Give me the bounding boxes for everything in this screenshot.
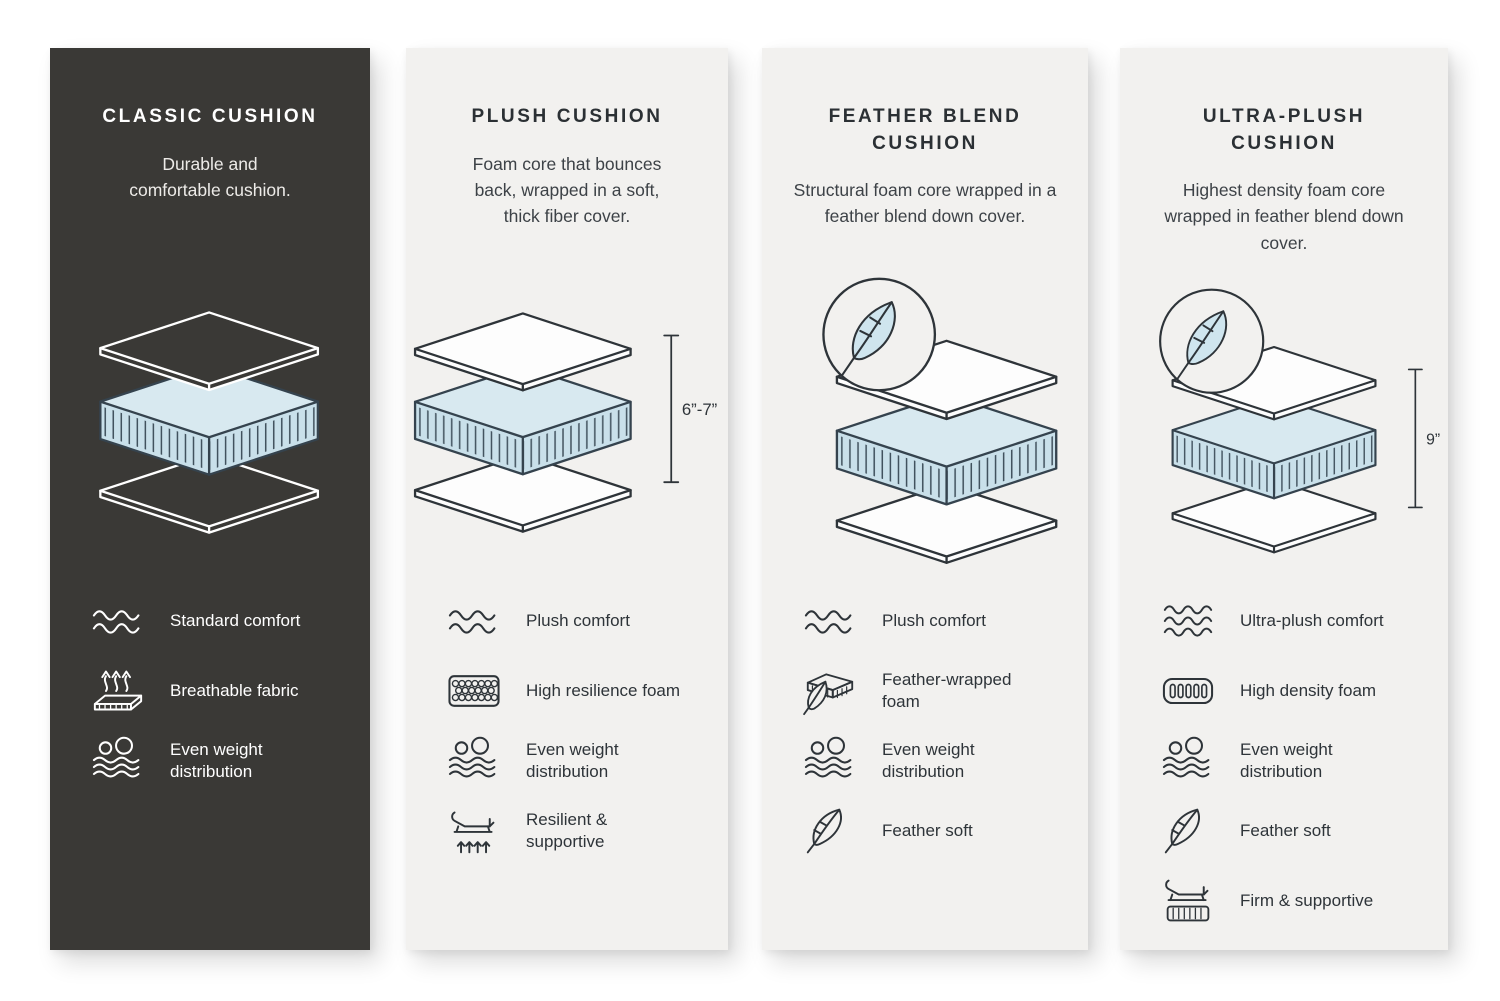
feature-row: High resilience foam (406, 666, 728, 716)
ultra-plush-waves-icon (1163, 605, 1213, 637)
feature-row: Feather soft (762, 806, 1088, 856)
feature-row: Even weight distribution (50, 736, 370, 786)
dimension-label: 9” (1426, 431, 1440, 448)
feature-label: Even weight distribution (882, 739, 975, 781)
feature-label: Plush comfort (882, 610, 986, 630)
even-weight-icon (92, 736, 140, 778)
feature-label: Ultra-plush comfort (1240, 610, 1384, 630)
panel-header: ULTRA-PLUSH CUSHION Highest density foam… (1120, 48, 1448, 264)
panel-description: Durable and comfortable cushion. (129, 153, 291, 200)
feature-label: Firm & supportive (1240, 890, 1374, 910)
feature-label: Even weight distribution (1240, 739, 1333, 781)
breathable-fabric-icon (93, 670, 143, 711)
feature-row: Firm & supportive (1120, 876, 1448, 926)
feature-list: Plush comfort Feather-wrapped foam Even … (762, 596, 1088, 876)
feature-row: Even weight distribution (1120, 736, 1448, 786)
feature-label: Plush comfort (526, 610, 630, 630)
firm-supportive-icon (1165, 879, 1210, 922)
cushion-layers-diagram (50, 264, 370, 582)
feature-label: High resilience foam (526, 680, 681, 700)
dimension-label: 6”-7” (682, 400, 717, 419)
height-dimension-marker: 6”-7” (663, 334, 717, 484)
feature-label: Resilient & supportive (526, 809, 608, 851)
feature-label: High density foam (1240, 680, 1377, 700)
panel-description: Structural foam core wrapped in a feathe… (793, 180, 1057, 227)
feature-row: Resilient & supportive (406, 806, 728, 856)
panel-plush-cushion: PLUSH CUSHION Foam core that bounces bac… (406, 48, 728, 950)
feature-row: Plush comfort (762, 596, 1088, 646)
panel-title: PLUSH CUSHION (471, 106, 663, 127)
feature-row: Feather-wrapped foam (762, 666, 1088, 716)
even-weight-icon (1162, 736, 1210, 778)
panel-classic-cushion: CLASSIC CUSHION Durable and comfortable … (50, 48, 370, 950)
high-density-foam-icon (1162, 677, 1214, 705)
feature-label: Standard comfort (170, 610, 301, 630)
feather-badge (822, 277, 937, 391)
comfort-waves-icon (448, 610, 496, 634)
feather-soft-icon (806, 808, 842, 854)
panel-title: CLASSIC CUSHION (102, 106, 318, 127)
panel-header: PLUSH CUSHION Foam core that bounces bac… (406, 48, 728, 264)
feature-row: Ultra-plush comfort (1120, 596, 1448, 646)
cushion-layers-illustration: 9” (1159, 288, 1440, 553)
feature-list: Plush comfort High resilience foam Even … (406, 596, 728, 876)
feature-row: Even weight distribution (762, 736, 1088, 786)
feature-label: Breathable fabric (170, 680, 299, 700)
panel-feather-blend-cushion: FEATHER BLEND CUSHION Structural foam co… (762, 48, 1088, 950)
panel-header: CLASSIC CUSHION Durable and comfortable … (50, 48, 370, 264)
panel-description: Highest density foam core wrapped in fea… (1164, 180, 1404, 253)
resilient-supportive-icon (451, 811, 495, 854)
feature-label: Feather-wrapped foam (882, 669, 1012, 711)
panel-title: ULTRA-PLUSH CUSHION (1202, 106, 1366, 154)
feature-row: Even weight distribution (406, 736, 728, 786)
feature-label: Even weight distribution (526, 739, 619, 781)
cushion-layers-illustration (99, 311, 320, 534)
feature-row: Breathable fabric (50, 666, 370, 716)
even-weight-icon (804, 736, 852, 778)
cushion-layers-illustration (822, 277, 1058, 564)
panel-title: FEATHER BLEND CUSHION (828, 106, 1022, 154)
feature-row: Feather soft (1120, 806, 1448, 856)
cushion-layers-diagram (762, 264, 1088, 582)
panel-description: Foam core that bounces back, wrapped in … (472, 153, 662, 227)
feather-soft-icon (1164, 808, 1200, 854)
feature-row: Standard comfort (50, 596, 370, 646)
height-dimension-marker: 9” (1407, 368, 1440, 508)
panel-header: FEATHER BLEND CUSHION Structural foam co… (762, 48, 1088, 264)
feature-row: Plush comfort (406, 596, 728, 646)
feature-label: Even weight distribution (170, 739, 263, 781)
feature-list: Standard comfort Breathable fabric Even … (50, 596, 370, 806)
feature-row: High density foam (1120, 666, 1448, 716)
even-weight-icon (448, 736, 496, 778)
feature-list: Ultra-plush comfort High density foam Ev… (1120, 596, 1448, 946)
cushion-layers-diagram: 6”-7” (406, 264, 728, 582)
high-resilience-foam-icon (448, 675, 500, 707)
feature-label: Feather soft (882, 820, 973, 840)
feather-badge (1159, 288, 1265, 394)
feature-label: Feather soft (1240, 820, 1331, 840)
cushion-layers-diagram: 9” (1120, 264, 1448, 582)
comfort-waves-icon (92, 610, 140, 634)
comfort-waves-icon (804, 610, 852, 634)
feather-wrapped-foam-icon (803, 673, 854, 716)
panel-ultra-plush-cushion: ULTRA-PLUSH CUSHION Highest density foam… (1120, 48, 1448, 950)
cushion-layers-illustration: 6”-7” (413, 312, 717, 533)
